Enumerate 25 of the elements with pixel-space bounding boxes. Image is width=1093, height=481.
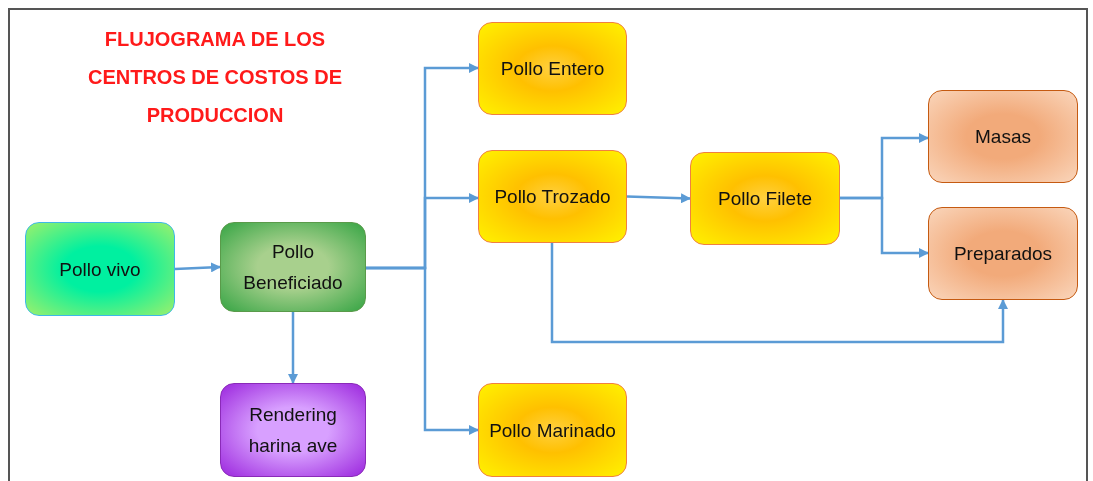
process-box <box>928 207 1078 300</box>
box-label: Pollo Marinado <box>489 418 616 443</box>
process-box <box>478 150 627 243</box>
box-label: Pollo vivo <box>59 257 141 282</box>
process-box <box>25 222 175 316</box>
box-label: Pollo Entero <box>500 57 605 81</box>
process-box <box>220 383 366 477</box>
box-label: Preparados <box>953 242 1053 266</box>
arrow <box>174 262 221 273</box>
arrow <box>550 243 1008 344</box>
box-label: Rendering harina ave <box>247 403 339 458</box>
box-label: Pollo Beneficiado <box>242 240 344 295</box>
process-box <box>690 152 840 245</box>
arrow <box>366 266 479 435</box>
box-label: Pollo Filete <box>718 187 812 211</box>
box-label: Pollo Trozado <box>494 185 611 209</box>
process-box <box>478 383 627 477</box>
box-label: Masas <box>975 125 1031 149</box>
arrow <box>626 193 691 204</box>
process-box <box>478 22 627 115</box>
arrow <box>288 312 298 384</box>
diagram-title: FLUJOGRAMA DE LOS CENTROS DE COSTOS DE PRODUCCION <box>86 27 344 128</box>
process-box <box>928 90 1078 183</box>
arrow <box>840 196 929 258</box>
process-box <box>220 222 366 312</box>
